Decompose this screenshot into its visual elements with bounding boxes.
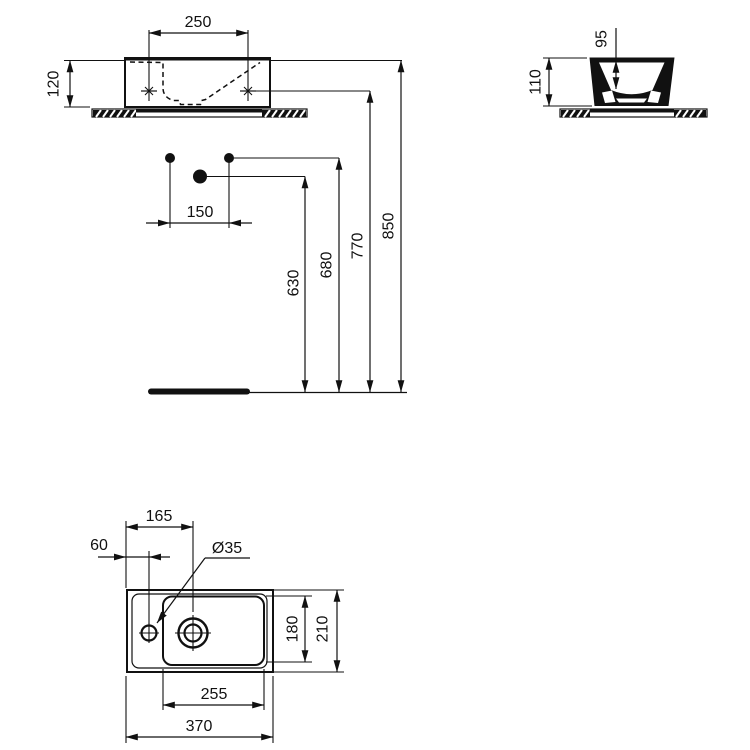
dimension-680: 680 [319, 157, 343, 393]
supply-connection-right [224, 153, 234, 163]
base-recess-right [647, 90, 661, 103]
dim-o35-label: Ø35 [212, 540, 242, 557]
waste-outlet [193, 169, 207, 184]
wall-hatch-left [93, 110, 136, 117]
dimension-210: 210 [273, 589, 344, 673]
dimension-850: 850 [381, 60, 405, 393]
dimension-255: 255 [162, 669, 265, 710]
wall-section-front [91, 108, 308, 118]
dim-150-label: 150 [187, 204, 214, 221]
wall-ledge-outline-side [559, 108, 708, 118]
dimension-150: 150 [146, 204, 252, 227]
dimension-250: 250 [148, 14, 249, 101]
tap-hole [139, 623, 159, 643]
wall-hatch-left-lines [95, 109, 137, 118]
hidden-bowl-contour [129, 61, 261, 106]
dimension-60: 60 [90, 537, 170, 624]
supply-connection-left [165, 153, 175, 163]
dimension-630: 630 [286, 176, 309, 393]
dimension-165: 165 [125, 508, 194, 612]
floor-line [148, 388, 407, 395]
basin-plan-outline [126, 589, 274, 673]
plan-view: 165 60 Ø35 180 210 [90, 508, 344, 743]
dim-210-label: 210 [315, 616, 332, 643]
basin-rim-inner-edge [131, 593, 268, 669]
dimension-95: 95 [594, 28, 620, 90]
dimension-370: 370 [125, 676, 274, 743]
waste-hole [175, 615, 211, 651]
wall-hatch-side-left-lines [562, 109, 590, 118]
base-recess-left [602, 90, 616, 103]
dimension-180: 180 [266, 595, 312, 663]
base-recess-center [616, 98, 647, 103]
dimension-120: 120 [46, 59, 124, 108]
wall-section-side [559, 108, 708, 118]
dim-370-label: 370 [186, 718, 213, 735]
tap-hole-diameter-callout: Ø35 [156, 540, 250, 624]
side-section-view: 110 95 [528, 28, 708, 118]
dim-120-label: 120 [46, 71, 63, 98]
dim-250-label: 250 [185, 14, 212, 31]
dim-165-label: 165 [146, 508, 173, 525]
dim-60-label: 60 [90, 537, 108, 554]
dim-180-label: 180 [285, 616, 302, 643]
dim-850-label: 850 [381, 213, 398, 240]
wall-hatch-side-right [674, 110, 706, 117]
wall-hatch-right [262, 110, 306, 117]
wall-hatch-right-lines [264, 109, 306, 118]
dim-95-label: 95 [594, 30, 611, 48]
installation-heights: 150 630 680 770 850 [146, 60, 407, 395]
wall-ledge-outline [91, 108, 308, 118]
dim-770-label: 770 [350, 233, 367, 260]
dim-680-label: 680 [319, 252, 336, 279]
dim-110-label: 110 [528, 69, 545, 95]
front-elevation-view: 250 120 [46, 14, 402, 118]
wall-hatch-side-right-lines [675, 109, 703, 118]
dimension-770: 770 [350, 90, 374, 393]
dim-255-label: 255 [201, 686, 228, 703]
bowl-plan-outline [162, 595, 265, 666]
dim-630-label: 630 [286, 270, 303, 297]
wall-hatch-side-left [561, 110, 590, 117]
dimension-110: 110 [528, 57, 592, 107]
